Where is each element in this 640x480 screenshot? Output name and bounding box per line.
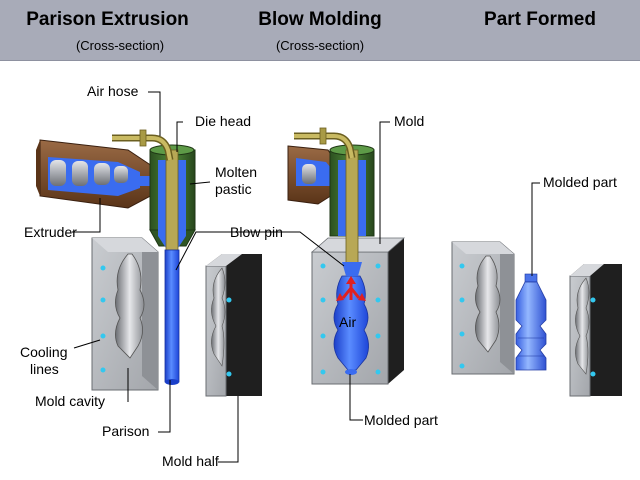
mold-half-right-1: [205, 254, 262, 397]
air-hose-center: [294, 127, 356, 159]
cooling-lines-left-1: [100, 265, 106, 373]
label-molten-plastic-1: Molten: [215, 164, 257, 180]
label-air: Air: [339, 314, 356, 330]
label-extruder: Extruder: [24, 224, 77, 240]
die-head: [149, 144, 196, 251]
mold-half-right-2: [569, 264, 622, 397]
label-air-hose: Air hose: [87, 83, 139, 99]
mold-half-left-2: [451, 241, 515, 375]
die-head-center: [287, 144, 375, 276]
label-cooling-lines-2: lines: [30, 361, 59, 377]
column-subtitle-blow-molding: (Cross-section): [275, 38, 365, 53]
extruder: [36, 139, 159, 209]
label-cooling-lines-1: Cooling: [20, 344, 67, 360]
label-blow-pin: Blow pin: [230, 224, 283, 240]
air-arrows: [336, 276, 366, 301]
label-molten-plastic-2: pastic: [215, 181, 252, 197]
parison: [164, 249, 180, 385]
column-title-part-formed: Part Formed: [484, 9, 596, 30]
column-title-blow-molding: Blow Molding: [258, 9, 382, 30]
column-subtitle-parison-extrusion: (Cross-section): [75, 38, 165, 53]
air-hose: [112, 129, 174, 161]
label-mold-half: Mold half: [162, 453, 219, 469]
extruder-screw: [50, 160, 128, 186]
column-title-parison-extrusion: Parison Extrusion: [26, 9, 189, 30]
label-die-head: Die head: [195, 113, 251, 129]
label-parison: Parison: [102, 423, 149, 439]
label-mold-cavity: Mold cavity: [35, 393, 105, 409]
mold-half-left-1: [91, 237, 159, 391]
label-molded-part-center: Molded part: [364, 412, 438, 428]
leader-lines: [72, 91, 540, 463]
label-molded-part-right: Molded part: [543, 174, 617, 190]
labels: Air hose Die head Molten pastic Extruder…: [20, 83, 617, 469]
molded-bottle: [515, 273, 547, 371]
header-bar: Parison Extrusion (Cross-section) Blow M…: [0, 0, 640, 61]
label-mold: Mold: [394, 113, 424, 129]
